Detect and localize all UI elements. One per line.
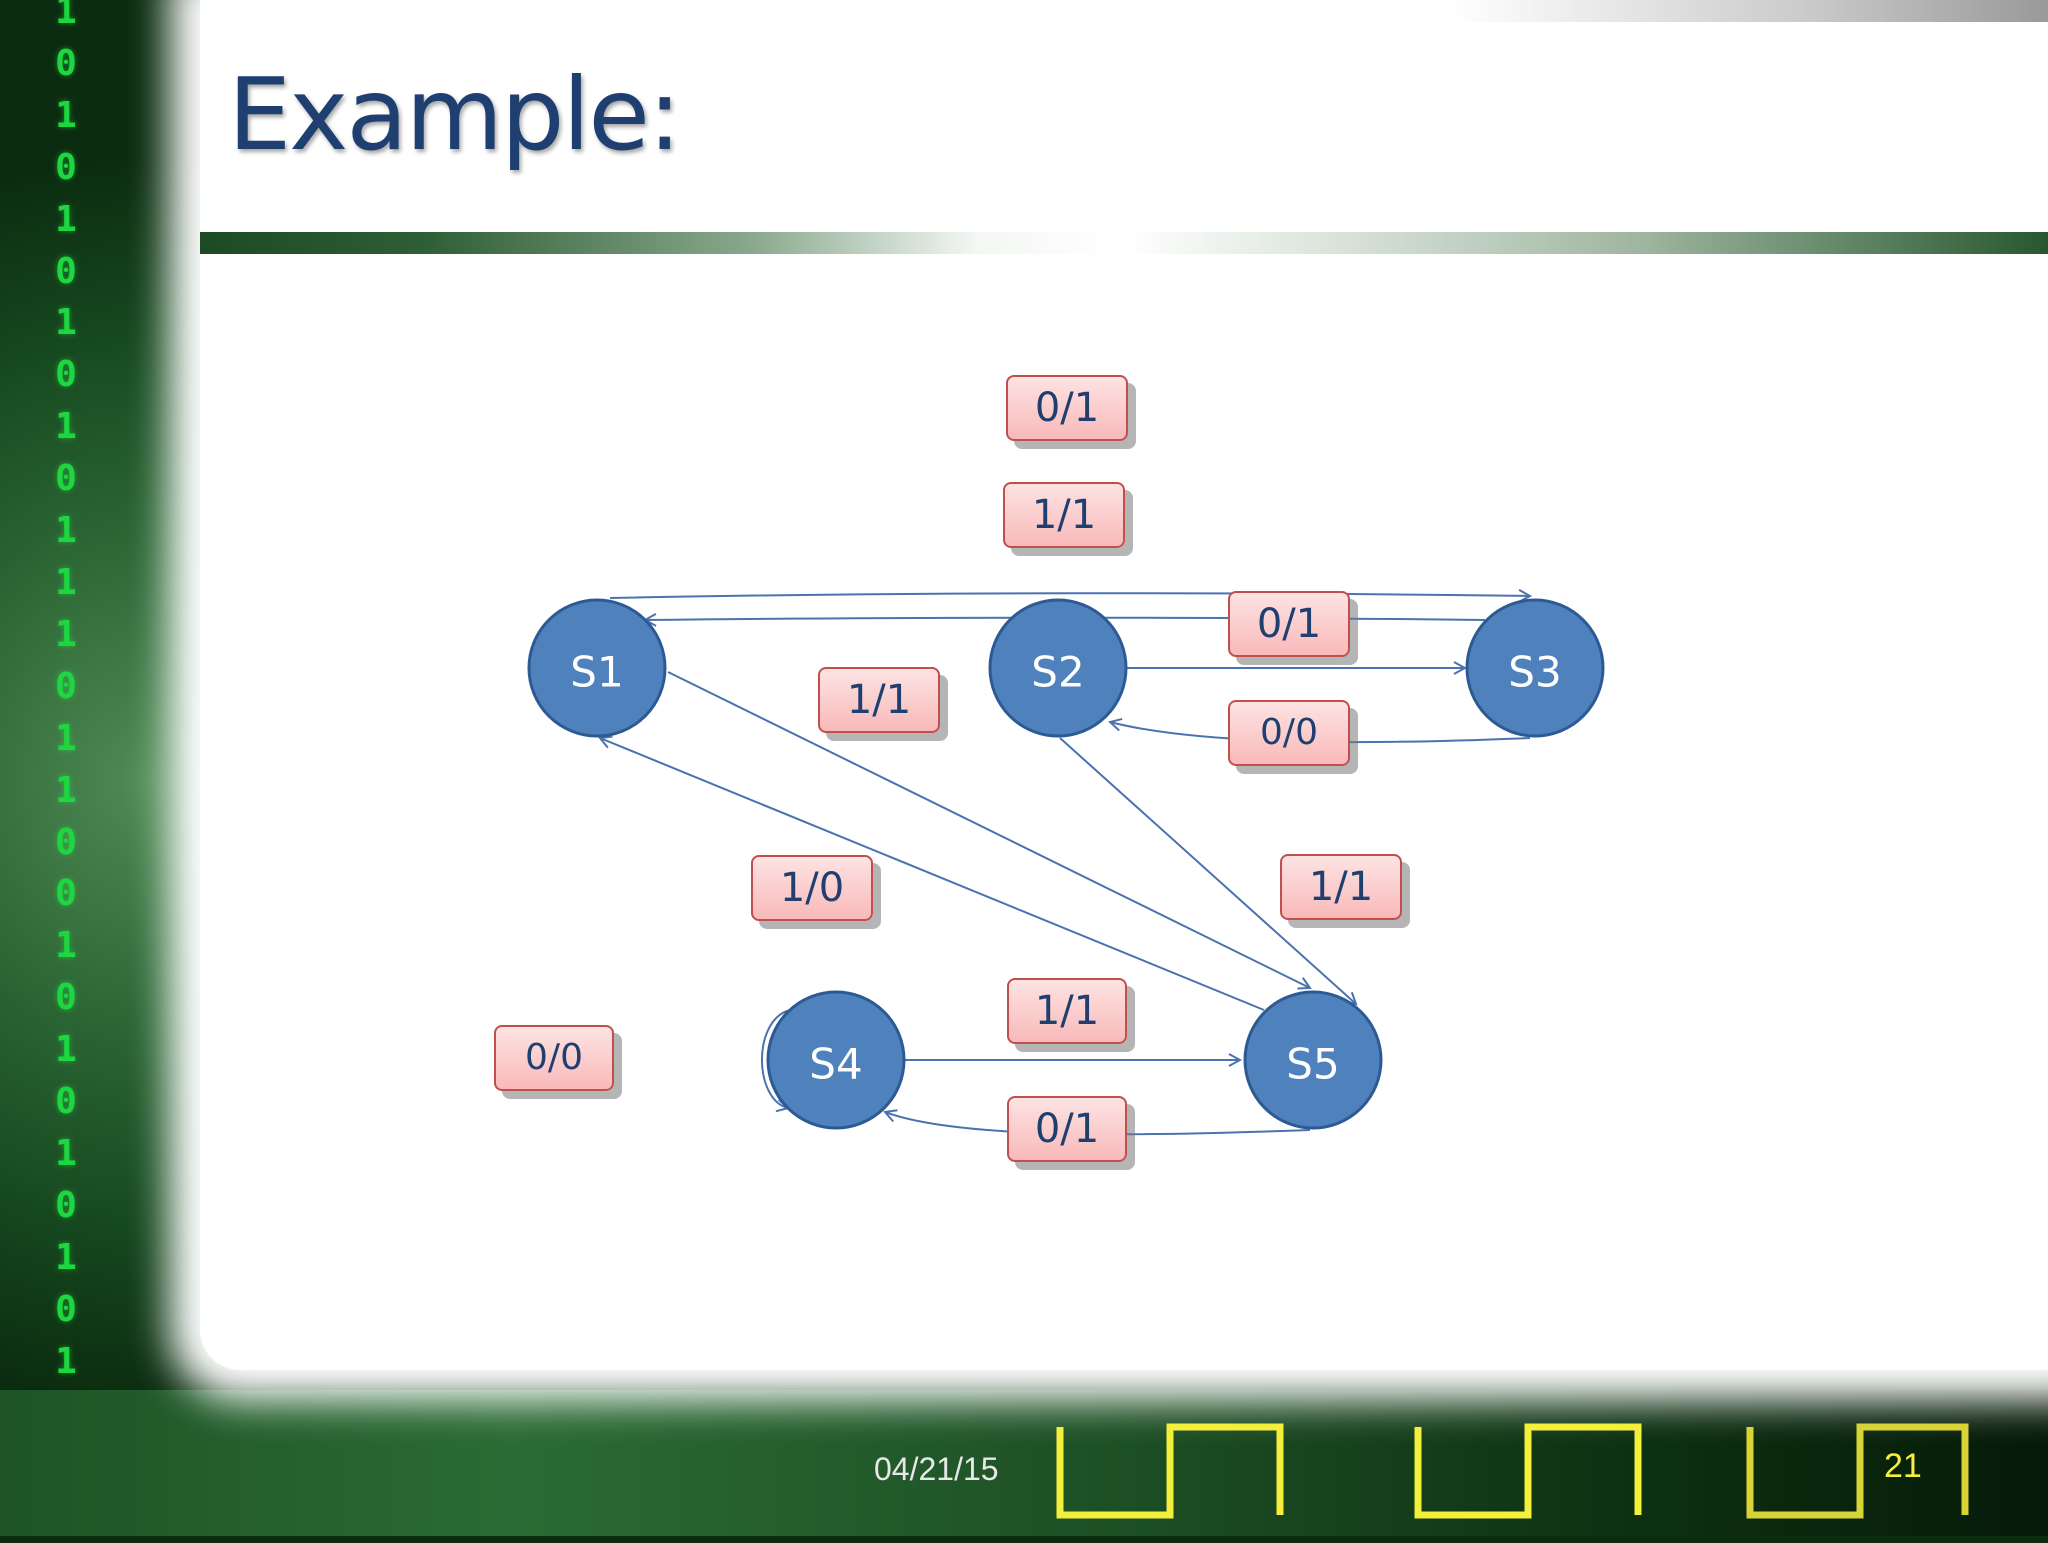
top-shade: [1450, 0, 2048, 22]
edge-s1-s3: [609, 593, 1530, 598]
binary-digit: 1: [55, 717, 77, 759]
state-label-s1: S1: [570, 648, 623, 697]
transition-label: 0/1: [1228, 591, 1350, 657]
binary-digit: 0: [55, 977, 77, 1019]
binary-digit: 1: [55, 613, 77, 655]
binary-digit: 1: [55, 561, 77, 603]
transition-label: 0/1: [1007, 1096, 1127, 1162]
state-node: [527, 598, 667, 738]
state-nodes: [527, 598, 1605, 1130]
binary-digit: 0: [55, 1184, 77, 1226]
edge-s1-s5: [667, 671, 1310, 988]
binary-digit: 0: [55, 821, 77, 863]
transition-label: 1/0: [751, 855, 873, 921]
edge-s4-self: [761, 1009, 791, 1108]
state-node: [766, 990, 906, 1130]
state-node: [988, 598, 1128, 738]
transition-label: 0/0: [494, 1025, 614, 1091]
binary-digit: 1: [55, 0, 77, 32]
square-wave-decoration: [1056, 1423, 1969, 1519]
binary-digit: 0: [55, 458, 77, 500]
binary-digit: 1: [55, 94, 77, 136]
slide-page-number: 21: [1884, 1447, 1922, 1485]
binary-digit: 0: [55, 42, 77, 84]
state-label-s5: S5: [1286, 1040, 1339, 1089]
transition-label: 1/1: [1003, 482, 1125, 548]
binary-digit: 1: [55, 510, 77, 552]
state-label-s2: S2: [1031, 648, 1084, 697]
transition-label: 1/1: [1280, 854, 1402, 920]
binary-digit: 0: [55, 873, 77, 915]
edge-s2-s5: [1059, 737, 1356, 1004]
binary-digit: 1: [55, 925, 77, 967]
binary-digit: 0: [55, 354, 77, 396]
transition-label: 1/1: [1007, 978, 1127, 1044]
binary-digit: 1: [55, 1340, 77, 1382]
binary-digit: 0: [55, 665, 77, 707]
binary-digit: 1: [55, 1236, 77, 1278]
binary-digit: 0: [55, 1081, 77, 1123]
binary-digit: 1: [55, 769, 77, 811]
footer-bar: [0, 1390, 2048, 1536]
binary-digit: 1: [55, 1029, 77, 1071]
slide-date: 04/21/15: [874, 1451, 999, 1487]
binary-digit: 0: [55, 250, 77, 292]
title-divider: [200, 232, 2048, 254]
state-label-s3: S3: [1508, 648, 1561, 697]
state-label-s4: S4: [809, 1040, 862, 1089]
binary-digit: 0: [55, 146, 77, 188]
binary-digit: 1: [55, 198, 77, 240]
transition-label: 1/1: [818, 667, 940, 733]
state-node: [1465, 598, 1605, 738]
slide-title: Example:: [228, 56, 682, 173]
transition-label: 0/0: [1228, 700, 1350, 766]
transition-label: 0/1: [1006, 375, 1128, 441]
state-labels: S1 S2 S3 S4 S5: [570, 648, 1561, 1089]
state-node: [1243, 990, 1383, 1130]
transition-edges: [600, 593, 1530, 1136]
binary-digit: 1: [55, 406, 77, 448]
binary-digit: 1: [55, 302, 77, 344]
binary-digit-column: 101010101011101100101010101010: [46, 0, 86, 1543]
binary-digit: 1: [55, 1132, 77, 1174]
binary-digit: 0: [55, 1288, 77, 1330]
edge-s5-s1: [600, 738, 1265, 1011]
